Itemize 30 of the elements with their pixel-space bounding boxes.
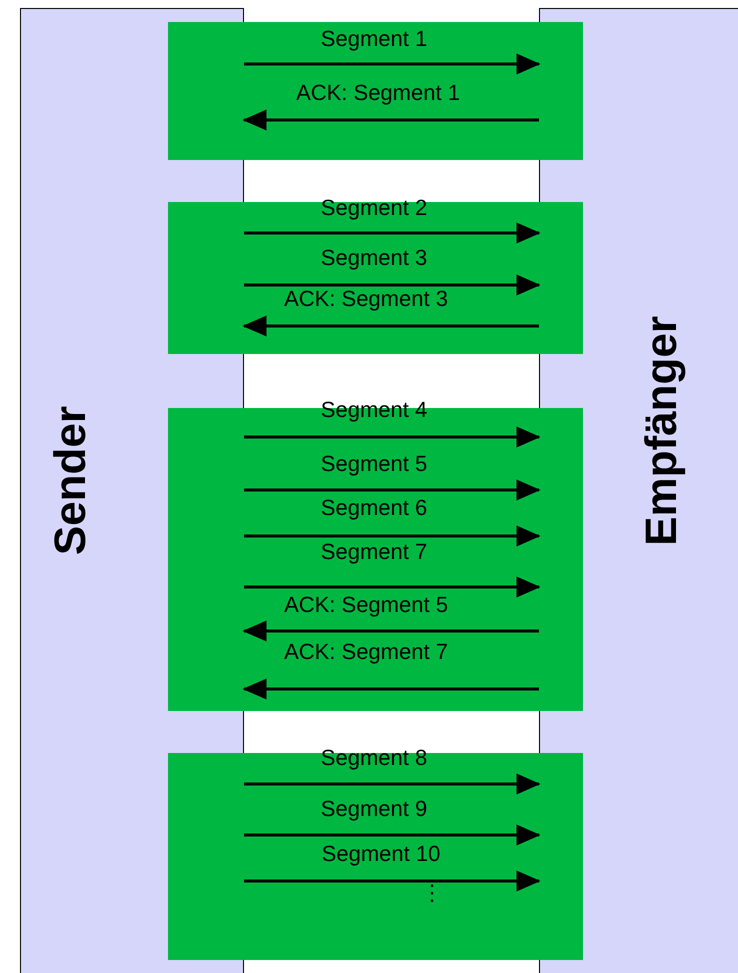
arrow [244, 526, 540, 546]
lane-title: Sender [46, 406, 96, 556]
arrow [244, 426, 540, 448]
edge-label: Segment 9 [320, 796, 428, 822]
edge-label: Segment 6 [320, 495, 428, 521]
arrow [242, 110, 539, 130]
edge-label: Segment 10 [322, 841, 440, 867]
edge-label: Segment 2 [320, 195, 428, 221]
ellipsis-mark: ⋮ [421, 880, 443, 906]
arrow [244, 824, 540, 846]
edge-label: Segment 5 [320, 451, 428, 477]
edge-label: Segment 3 [320, 245, 428, 271]
edge-label: ACK: Segment 5 [284, 592, 448, 618]
edge-label: ACK: Segment 1 [296, 80, 460, 106]
arrow [244, 222, 540, 244]
arrow [244, 480, 540, 500]
arrow [244, 54, 540, 74]
lane-title: Empfänger [637, 316, 687, 546]
edge-label: ACK: Segment 3 [284, 286, 448, 312]
arrow [242, 620, 539, 642]
arrow [244, 576, 540, 598]
edge-label: Segment 1 [320, 26, 428, 52]
edge-label: ACK: Segment 7 [284, 639, 448, 665]
arrow [242, 316, 539, 336]
arrow [242, 678, 539, 700]
arrow [244, 274, 540, 296]
arrow [244, 774, 540, 794]
edge-label: Segment 7 [320, 539, 428, 565]
edge-label: Segment 8 [320, 745, 428, 771]
arrow [244, 870, 540, 892]
